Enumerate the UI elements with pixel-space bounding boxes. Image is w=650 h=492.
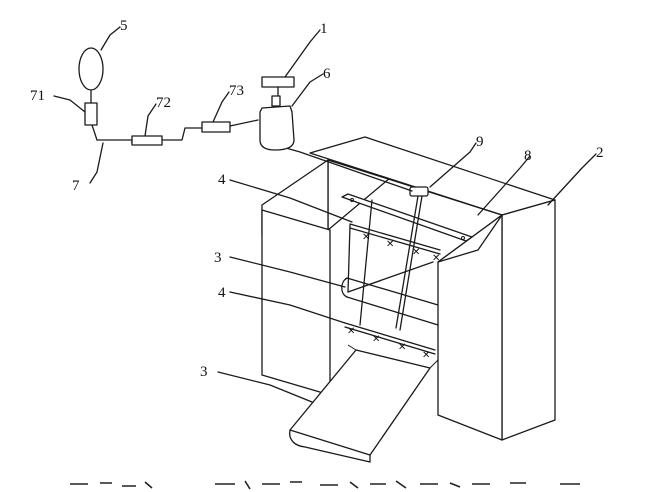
label-8: 8: [524, 148, 532, 164]
label-4-upper: 4: [218, 172, 226, 188]
upper-nozzles: ✕ ✕ ✕ ✕: [362, 232, 440, 264]
svg-text:✕: ✕: [347, 326, 355, 337]
svg-text:✕: ✕: [372, 334, 380, 345]
right-block: [437, 199, 556, 441]
label-72: 72: [156, 95, 171, 111]
conveyor-belt: [289, 344, 439, 463]
lower-nozzles: ✕ ✕ ✕ ✕: [347, 326, 430, 361]
svg-text:✕: ✕: [422, 350, 430, 361]
label-73: 73: [229, 83, 244, 99]
cropped-caption: [70, 480, 580, 490]
label-2: 2: [596, 145, 604, 161]
label-7: 7: [72, 178, 80, 194]
label-3-lower: 3: [200, 364, 208, 380]
pump-unit: [261, 76, 295, 97]
label-4-lower: 4: [218, 285, 226, 301]
label-1: 1: [320, 21, 328, 37]
svg-text:✕: ✕: [398, 342, 406, 353]
guide-rail: [341, 193, 473, 242]
label-6: 6: [323, 66, 331, 82]
label-71: 71: [30, 88, 45, 104]
svg-text:✕: ✕: [412, 247, 420, 258]
upper-spray-bar: ✕ ✕ ✕ ✕: [349, 223, 441, 264]
label-9: 9: [476, 134, 484, 150]
svg-text:✕: ✕: [386, 239, 394, 250]
roller-shaft: [341, 277, 439, 326]
leader-lines: [53, 26, 597, 403]
label-3-upper: 3: [214, 250, 222, 266]
carriage: [347, 186, 434, 331]
lower-spray-bar: ✕ ✕ ✕ ✕: [344, 322, 436, 361]
reference-numerals: 1 2 3 3 4 4 5 6 7 71 72 73 8 9: [30, 18, 604, 380]
svg-text:✕: ✕: [362, 232, 370, 243]
pipe-line: [78, 47, 259, 146]
label-5: 5: [120, 18, 128, 34]
svg-text:✕: ✕: [432, 253, 440, 264]
tank: [259, 95, 295, 151]
